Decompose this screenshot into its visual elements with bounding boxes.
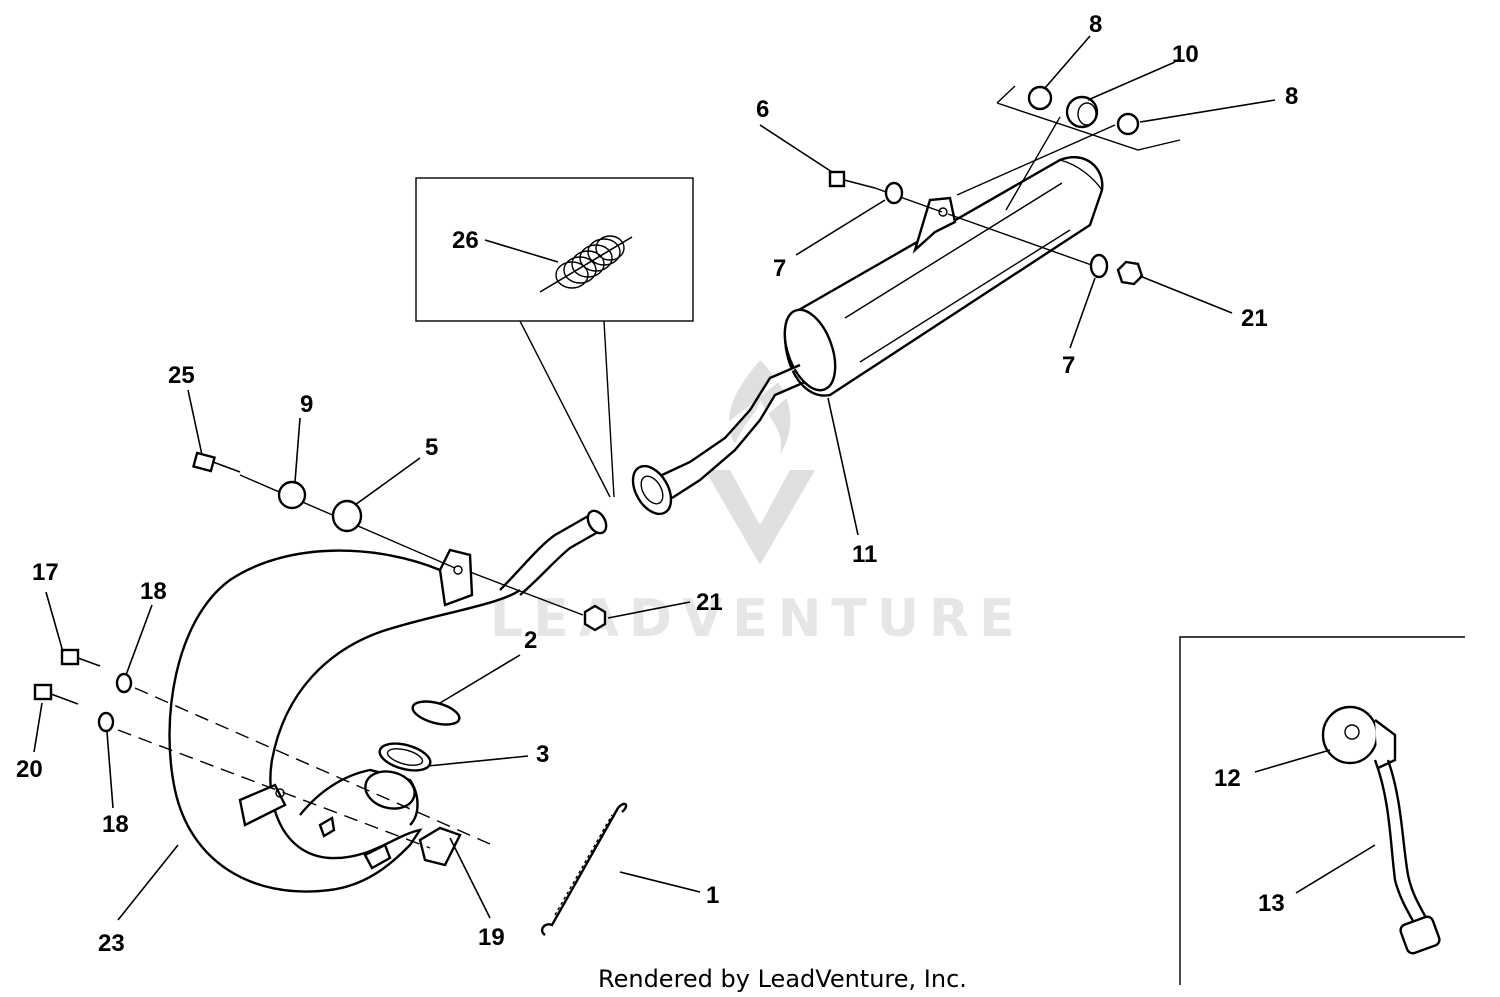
- callout-6: 6: [756, 96, 769, 123]
- callout-2: 2: [524, 627, 537, 654]
- callout-8-left: 8: [1089, 11, 1102, 38]
- callout-25: 25: [168, 362, 195, 389]
- callout-20: 20: [16, 756, 43, 783]
- gasket-2: [411, 700, 461, 726]
- washer-7-lower: [947, 213, 1109, 279]
- callout-18-upper: 18: [140, 578, 167, 605]
- callout-5: 5: [425, 434, 438, 461]
- collar-8-left: [1027, 85, 1053, 111]
- bolt-6: [828, 170, 943, 213]
- collar-9: [277, 480, 307, 510]
- callout-21-upper: 21: [1241, 305, 1268, 332]
- nut-21-lower: [469, 571, 607, 632]
- callout-18-lower: 18: [102, 811, 129, 838]
- flange-12: [1321, 705, 1397, 770]
- callout-17: 17: [32, 559, 59, 586]
- callout-10: 10: [1172, 41, 1199, 68]
- bolt-20: [33, 683, 79, 705]
- callout-8-right: 8: [1285, 83, 1298, 110]
- callout-1: 1: [706, 882, 719, 909]
- callout-9: 9: [300, 391, 313, 418]
- expansion-chamber-23: [117, 509, 608, 893]
- washer-7-upper: [884, 181, 904, 205]
- callout-26: 26: [452, 227, 479, 254]
- inset-box-12-13: [1179, 636, 1465, 985]
- footer-credit: Rendered by LeadVenture, Inc.: [598, 965, 967, 993]
- nut-21-upper: [1116, 260, 1144, 286]
- collar-5: [331, 499, 363, 533]
- callout-labels: 1 2 3 5 6 7 7 8 8 9 10 11 12 13 17 18 18…: [16, 11, 1298, 957]
- hose-13: [1373, 759, 1441, 955]
- callout-23: 23: [98, 930, 125, 957]
- gasket-3: [378, 742, 432, 772]
- callout-3: 3: [536, 741, 549, 768]
- collar-8-right: [956, 112, 1140, 211]
- bolt-17: [60, 648, 101, 667]
- callout-11: 11: [852, 541, 877, 568]
- callout-13: 13: [1258, 890, 1285, 917]
- watermark-text: LEADVENTURE: [490, 589, 1025, 649]
- leader-lines: [33, 35, 1376, 921]
- callout-7-upper: 7: [773, 255, 786, 282]
- silencer-11: [631, 156, 1104, 516]
- grommet-10: [1065, 95, 1099, 129]
- washer-18-upper: [115, 672, 133, 694]
- washer-18-lower: [97, 711, 115, 733]
- callout-19: 19: [478, 924, 505, 951]
- callout-12: 12: [1214, 765, 1241, 792]
- inset-box-26: [415, 177, 694, 498]
- spring-1: [540, 802, 628, 936]
- bracket-8-10: [996, 85, 1181, 151]
- spring-coil-26: [539, 235, 633, 293]
- callout-7-lower: 7: [1062, 352, 1075, 379]
- callout-21-lower: 21: [696, 589, 723, 616]
